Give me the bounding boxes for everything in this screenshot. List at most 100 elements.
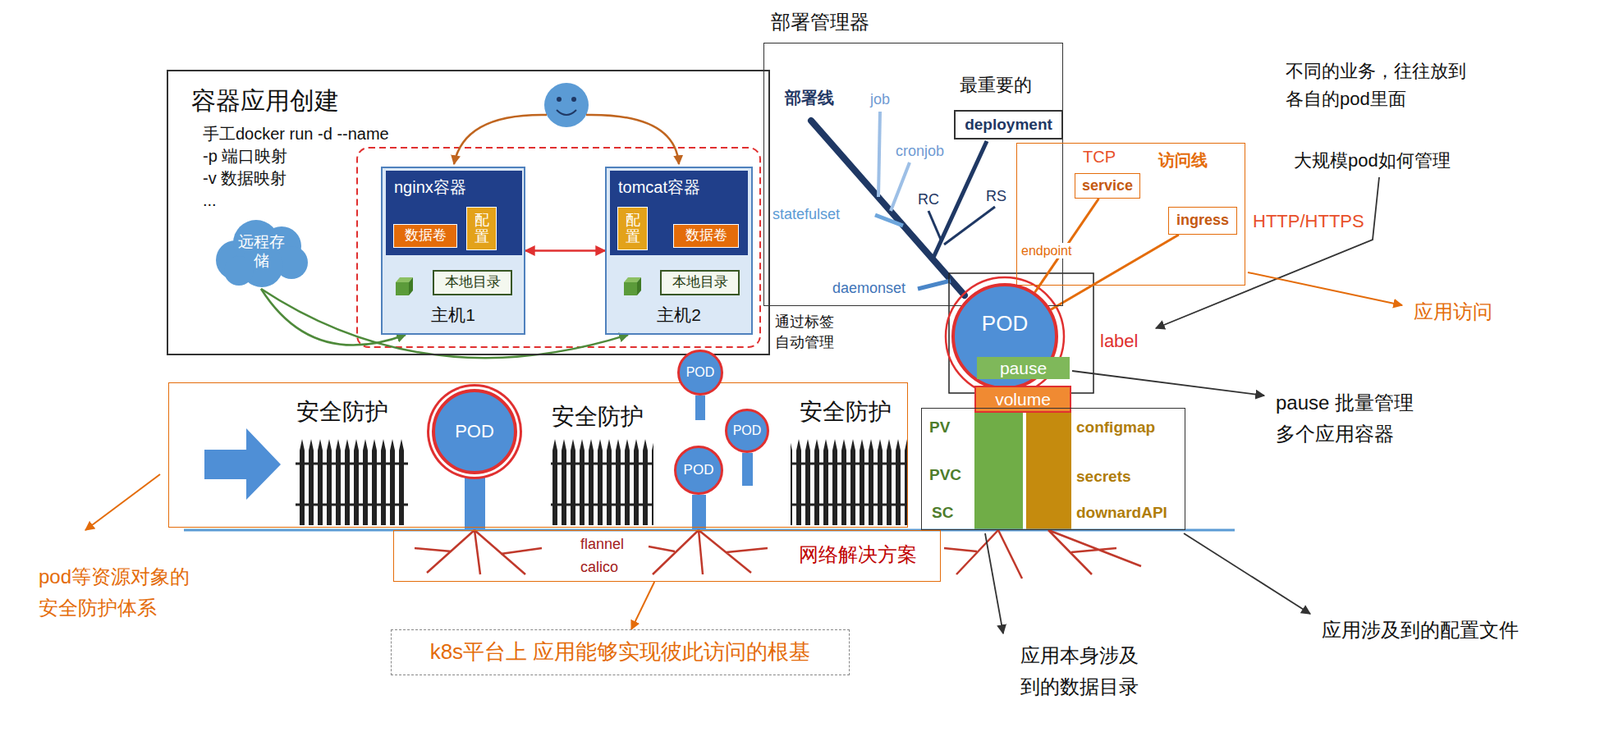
annotation: 大规模pod如何管理 — [1293, 149, 1451, 174]
node-text: 主机1 — [430, 304, 476, 326]
node-text: k8s平台上 应用能够实现彼此访问的根基 — [430, 639, 812, 665]
smiley-eye — [556, 96, 562, 102]
volume-box: 数据卷 — [673, 224, 739, 248]
node-text: POD — [686, 364, 716, 381]
node-text: -p 端口映射 — [202, 146, 288, 166]
node-text: POD — [981, 311, 1028, 337]
smiley-mouth — [556, 110, 577, 115]
node-text: PVC — [929, 466, 962, 486]
pod-circle: POD — [724, 408, 770, 454]
connector — [525, 249, 606, 253]
smiley — [544, 82, 589, 128]
node-text: 网络解决方案 — [798, 543, 917, 568]
node-text: 手工docker run -d --name — [202, 123, 390, 144]
pod-stem — [695, 395, 706, 421]
container-header: tomcat容器配置 数据卷 — [609, 170, 748, 256]
tree-branch — [878, 111, 881, 198]
leader-arrow — [1183, 533, 1311, 615]
node-text: flannel — [580, 536, 624, 555]
network-roots — [414, 530, 1142, 579]
note-box: k8s平台上 应用能够实现彼此访问的根基 — [390, 629, 850, 676]
smiley-eye — [571, 96, 577, 102]
leader-arrow — [1155, 177, 1380, 329]
annotation: HTTP/HTTPS — [1252, 210, 1365, 234]
leader-arrow — [85, 474, 161, 531]
dashed-group — [357, 147, 761, 348]
node-text: volume — [994, 389, 1051, 410]
network-band: flannelcalico网络解决方案 — [393, 530, 941, 583]
leader-arrow — [1247, 272, 1403, 306]
node-text: 配置 — [474, 212, 490, 246]
node-text: RC — [917, 191, 940, 210]
pod-stem — [464, 474, 486, 531]
fence — [295, 439, 409, 526]
pod-circle: POD — [431, 389, 518, 475]
node-text: 部署线 — [784, 87, 835, 108]
node-text: 数据卷 — [685, 227, 728, 244]
tree-branch — [928, 210, 941, 240]
node-text: ingress — [1176, 211, 1229, 230]
tree-branch — [890, 162, 910, 211]
host-fill — [605, 166, 753, 335]
annotation: 通过标签 自动管理 — [774, 311, 842, 354]
node-text: tomcat容器 — [618, 177, 701, 198]
node-text: -v 数据映射 — [202, 168, 287, 188]
cube — [408, 277, 413, 296]
pod-stem — [742, 453, 753, 486]
connector — [261, 288, 406, 346]
node-text: 配置 — [625, 212, 641, 246]
node-text: TCP — [1082, 146, 1116, 167]
deploy-manager-panel: 部署管理器部署线jobcronjob最重要的RCRSstatefulsetdae… — [763, 42, 1064, 307]
security-band: 安全防护安全防护安全防护PODPODPODPOD — [168, 382, 908, 528]
cloud-lobe — [224, 256, 254, 286]
annotation: pod等资源对象的 安全防护体系 — [38, 561, 205, 625]
config-box: 配置 — [466, 206, 497, 251]
block-arrow — [204, 428, 281, 500]
pause-box: pause — [976, 357, 1070, 380]
tree-branch — [917, 280, 951, 289]
cube — [395, 282, 409, 296]
storage-panel: PVPVCSCconfigmapsecretsdownardAPI — [921, 408, 1186, 531]
node-text: POD — [683, 462, 715, 479]
node-text: 访问线 — [1158, 150, 1208, 170]
host-fill — [380, 166, 526, 335]
leader-arrow — [985, 533, 1004, 634]
storage-cloud: 远程存储 — [210, 215, 312, 289]
node-text: 本地目录 — [444, 274, 501, 291]
node-text: deployment — [964, 115, 1053, 135]
node-text: 本地目录 — [672, 274, 729, 291]
node-text: 安全防护 — [296, 398, 389, 427]
node-text: ... — [202, 190, 217, 211]
annotation: pause 批量管理 多个应用容器 — [1275, 387, 1426, 451]
node-text: PV — [929, 418, 950, 438]
annotation: 应用访问 — [1413, 298, 1493, 325]
node-text: RS — [985, 187, 1007, 207]
annotation: 不同的业务，往往放到 各自的pod里面 — [1285, 57, 1476, 114]
node-text: POD — [733, 422, 762, 439]
node-text: configmap — [1076, 418, 1156, 438]
local-dir-box: 本地目录 — [660, 270, 740, 296]
pod-frame — [948, 273, 1094, 394]
tree-branch — [875, 215, 904, 226]
config-column — [1026, 412, 1072, 531]
user-arrow — [453, 114, 547, 165]
node-text: SC — [931, 504, 954, 523]
annotation: 应用本身涉及 到的数据目录 — [1020, 640, 1149, 704]
node-text: downardAPI — [1076, 504, 1168, 523]
local-dir-box: 本地目录 — [432, 270, 513, 296]
node-text: endpoint — [1019, 242, 1073, 259]
volume-bar: volume — [974, 385, 1072, 413]
connector — [631, 582, 655, 630]
storage-column — [974, 412, 1023, 531]
container-header: nginx容器数据卷配置 — [385, 170, 523, 256]
node-text: job — [870, 91, 890, 110]
node-text: 容器应用创建 — [191, 86, 340, 116]
user-arrow — [586, 114, 679, 165]
tree-branch — [944, 206, 995, 245]
fence — [550, 439, 654, 526]
node-text: pause — [999, 357, 1047, 379]
pod-circle: POD — [673, 445, 724, 496]
annotation: label — [1100, 330, 1138, 354]
host-box: 主机2tomcat容器配置数据卷本地目录 — [605, 166, 753, 335]
node-text: nginx容器 — [394, 177, 467, 198]
